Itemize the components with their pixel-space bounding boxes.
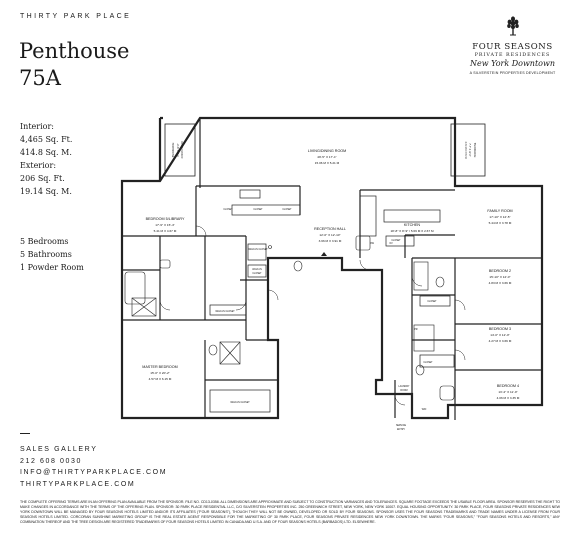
bedroom-2-dim-m: 4.83 M X 3.66 M — [489, 281, 512, 285]
bedroom-4-dim-ft: 13'-4" X 11'-0" — [498, 390, 517, 394]
bedroom-count: 5 Bedrooms — [20, 237, 69, 246]
washer-dryer-label: W/D — [422, 409, 427, 411]
reception-hall-dim-m: 3.66 M X 3.91 M — [319, 239, 342, 243]
interior-label: Interior: — [20, 122, 54, 131]
oven-label: OV — [389, 243, 393, 245]
closet-5-label: CLOSET — [427, 301, 437, 303]
bathroom-count: 5 Bathrooms — [20, 250, 72, 259]
family-room-dim-m: 5.44 M X 3.78 M — [489, 221, 512, 225]
master-bedroom-label: MASTER BEDROOM — [142, 365, 177, 369]
phone-link[interactable]: 212 608 0030 — [20, 457, 83, 465]
bedroom-3-dim-ft: 14'-0" X 12'-0" — [490, 333, 510, 337]
reception-hall-dim-ft: 12'-0" X 12'-10" — [319, 233, 340, 237]
legal-disclaimer: THE COMPLETE OFFERING TERMS ARE IN AN OF… — [20, 500, 560, 525]
bedroom-2-dim-ft: 15'-10" X 12'-0" — [489, 275, 510, 279]
title-line-2: 75A — [19, 66, 61, 90]
closet-1-label: CLOSET — [223, 209, 233, 211]
library-label: BEDROOM 5/LIBRARY — [146, 217, 185, 221]
sales-gallery-label: SALES GALLERY — [20, 446, 98, 453]
closet-4-label: CLOSET — [391, 240, 401, 242]
title-line-1: Penthouse — [19, 39, 130, 63]
kitchen-dim: 18'-8" X 8'-9" / 5.69 M X 2.67 M — [390, 229, 434, 233]
walkin-closet-short-label: WALK-IN CLOSET — [248, 248, 268, 251]
terrace-east-dim-m: 2.31 M X 3.81 M — [464, 142, 466, 159]
library-dim-ft: 17'-9" X 15'-4" — [155, 223, 175, 227]
sales-contact: SALES GALLERY 212 608 0030 INFO@THIRTYPA… — [20, 444, 167, 490]
area-specs: Interior: 4,465 Sq. Ft. 414.8 Sq. M. Ext… — [20, 120, 72, 198]
entry-arrow-icon — [321, 252, 327, 256]
interior-sqft: 4,465 Sq. Ft. — [20, 135, 73, 144]
reception-hall-label: RECEPTION HALL — [314, 227, 346, 231]
kitchen-label: KITCHEN — [404, 223, 421, 227]
living-room-label: LIVING/DINING ROOM — [308, 149, 347, 153]
building-name: THIRTY PARK PLACE — [20, 13, 132, 20]
website-link[interactable]: THIRTYPARKPLACE.COM — [20, 480, 136, 488]
walkin-short-label: WALK-IN — [252, 268, 262, 271]
logo-line-2: PRIVATE RESIDENCES — [474, 53, 551, 58]
exterior-sqft: 206 Sq. Ft. — [20, 174, 65, 183]
logo-line-1: FOUR SEASONS — [472, 42, 553, 52]
closet-6-label: CLOSET — [423, 362, 433, 364]
page-title: Penthouse 75A — [19, 38, 129, 92]
terrace-west-dim-ft: 8'-7" X 12'-6" — [178, 143, 180, 156]
bedroom-3-label: BEDROOM 3 — [489, 327, 511, 331]
closet-2-label: CLOSET — [253, 209, 263, 211]
walkin-closet-master-label: WALK-IN CLOSET — [230, 401, 250, 404]
library-dim-m: 5.41 M X 4.67 M — [154, 229, 177, 233]
terrace-east-label: TERRACE — [473, 143, 477, 158]
terrace-west-label: TERRACE — [171, 143, 175, 158]
bedroom-2-label: BEDROOM 2 — [489, 269, 511, 273]
closet-3-label: CLOSET — [282, 209, 292, 211]
email-link[interactable]: INFO@THIRTYPARKPLACE.COM — [20, 469, 168, 476]
tree-logo-icon — [506, 16, 519, 36]
living-room-dim-m: 15.06 M X 5.21 M — [315, 161, 340, 165]
bedroom-4-dim-m: 4.06 M X 3.35 M — [497, 396, 520, 400]
walkin-closet-label: WALK-IN CLOSET — [215, 310, 235, 313]
laundry-room-label: ROOM — [400, 390, 407, 392]
family-room-dim-ft: 17'-10" X 12'-5" — [489, 215, 510, 219]
terrace-east-dim-ft: 7'-7" X 12'-6" — [468, 143, 470, 156]
living-room-dim-ft: 49'-5" X 17'-1" — [317, 155, 337, 159]
bedroom-4-label: BEDROOM 4 — [497, 384, 519, 388]
master-bedroom-dim-ft: 15'-0" X 20'-2" — [150, 371, 170, 375]
logo-line-4: A SILVERSTEIN PROPERTIES DEVELOPMENT — [469, 71, 556, 75]
room-counts: 5 Bedrooms 5 Bathrooms 1 Powder Room — [20, 235, 84, 274]
exterior-label: Exterior: — [20, 161, 57, 170]
family-room-label: FAMILY ROOM — [487, 209, 512, 213]
bedroom-3-dim-m: 4.27 M X 3.66 M — [489, 339, 512, 343]
laundry-label: LAUNDRY — [399, 385, 410, 388]
powder-room-label: PR — [414, 329, 418, 331]
service-entry-label: SERVICE — [396, 425, 407, 427]
exterior-sqm: 19.14 Sq. M. — [20, 187, 72, 196]
four-seasons-logo: FOUR SEASONS PRIVATE RESIDENCES New York… — [455, 16, 570, 75]
powder-room-count: 1 Powder Room — [20, 263, 84, 272]
walkin-short-closet-label: CLOSET — [252, 273, 262, 275]
divider — [20, 433, 30, 434]
interior-sqm: 414.8 Sq. M. — [20, 148, 72, 157]
terrace-west-dim-m: 2.62 M X 3.81 M — [182, 141, 184, 158]
logo-line-3: New York Downtown — [469, 59, 555, 68]
service-entry-label-2: ENTRY — [397, 429, 405, 431]
dishwasher-label: DW — [370, 243, 375, 245]
master-bedroom-dim-m: 4.57 M X 6.15 M — [149, 377, 172, 381]
